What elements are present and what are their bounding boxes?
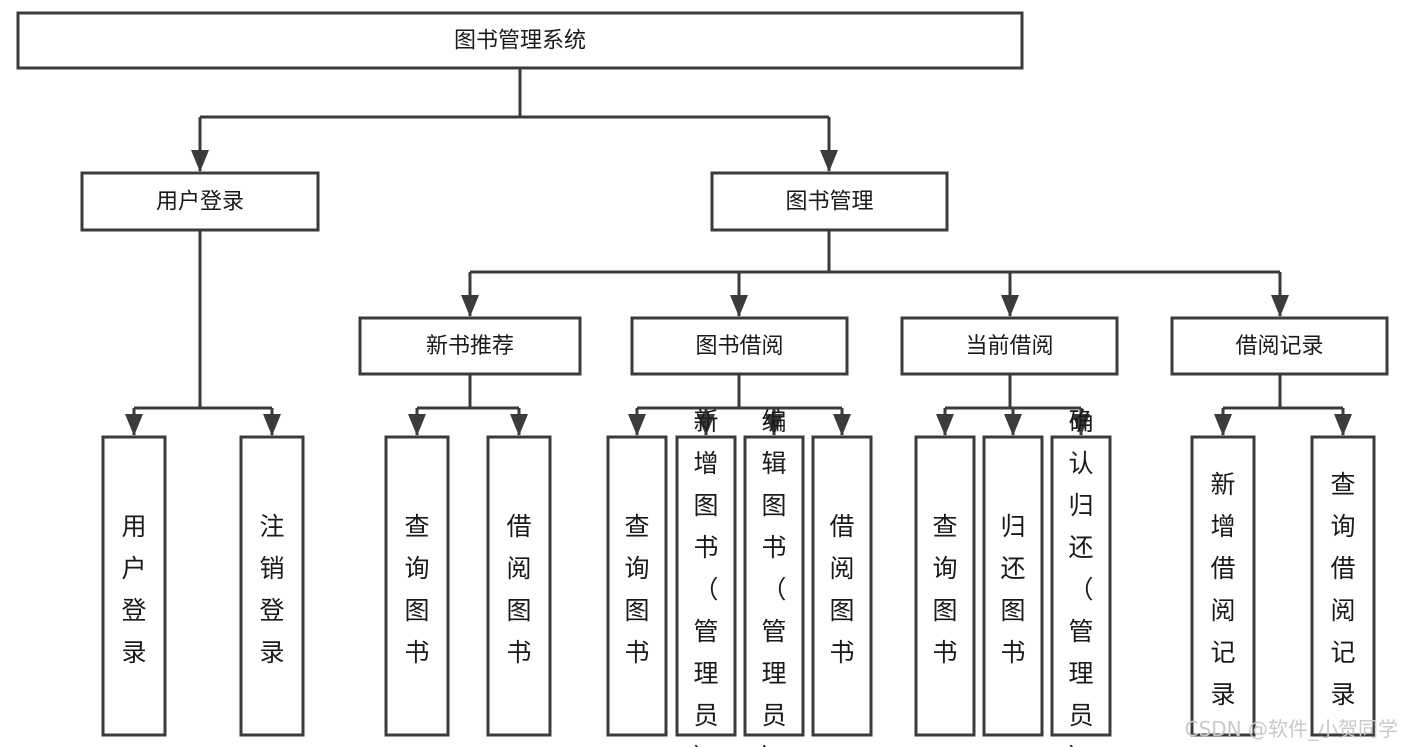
node-box[interactable] [914, 435, 976, 737]
arrow-head-icon [125, 414, 143, 436]
node-box[interactable] [743, 435, 805, 737]
node-current-borrow[interactable]: 当前借阅 [900, 316, 1119, 376]
node-query-borrow-record[interactable]: 查询借阅记录 [1310, 435, 1376, 737]
node-label: 当前借阅 [965, 334, 1053, 359]
node-borrow-records[interactable]: 借阅记录 [1170, 316, 1389, 376]
node-label: 归还图书 [1000, 512, 1025, 667]
node-box[interactable] [900, 316, 1119, 376]
node-query-book-2[interactable]: 查询图书 [606, 435, 668, 737]
arrow-head-icon [833, 414, 851, 436]
node-book-manage[interactable]: 图书管理 [710, 171, 949, 232]
connector-layer [125, 68, 1352, 436]
node-label: 用户登录 [156, 190, 244, 215]
arrow-head-icon [1004, 414, 1022, 436]
node-box[interactable] [239, 435, 305, 737]
node-label: 借阅记录 [1235, 334, 1323, 359]
arrow-head-icon [765, 414, 783, 436]
arrow-head-icon [936, 414, 954, 436]
node-box[interactable] [675, 435, 737, 737]
node-label: 确认归还（管理员） [1068, 407, 1093, 747]
node-box[interactable] [16, 11, 1024, 70]
node-label: 图书借阅 [695, 334, 783, 359]
node-label: 注销登录 [259, 512, 284, 667]
node-label: 查询图书 [932, 512, 957, 667]
node-box[interactable] [358, 316, 582, 376]
node-borrow-book-1[interactable]: 借阅图书 [486, 435, 552, 737]
node-new-book-recommend[interactable]: 新书推荐 [358, 316, 582, 376]
node-layer: 图书管理系统用户登录用户登录注销登录图书管理新书推荐查询图书借阅图书图书借阅查询… [16, 11, 1389, 747]
arrow-head-icon [1271, 295, 1289, 317]
node-user-logout[interactable]: 注销登录 [239, 435, 305, 737]
node-query-book-1[interactable]: 查询图书 [384, 435, 450, 737]
node-label: 查询借阅记录 [1330, 470, 1355, 709]
node-confirm-return-admin[interactable]: 确认归还（管理员） [1050, 407, 1112, 747]
node-box[interactable] [982, 435, 1044, 737]
node-edit-book-admin[interactable]: 编辑图书（管理员） [743, 407, 805, 747]
node-label: 借阅图书 [506, 512, 531, 667]
arrow-head-icon [820, 150, 838, 172]
node-add-book-admin[interactable]: 新增图书（管理员） [675, 407, 737, 747]
node-borrow-book-2[interactable]: 借阅图书 [811, 435, 873, 737]
node-box[interactable] [710, 171, 949, 232]
node-label: 新增图书（管理员） [693, 407, 718, 747]
node-label: 新书推荐 [426, 334, 514, 359]
node-return-book[interactable]: 归还图书 [982, 435, 1044, 737]
node-box[interactable] [1170, 316, 1389, 376]
node-label: 查询图书 [404, 512, 429, 667]
node-label: 借阅图书 [829, 512, 854, 667]
arrow-head-icon [461, 295, 479, 317]
node-box[interactable] [1050, 435, 1112, 737]
arrow-head-icon [730, 295, 748, 317]
node-label: 图书管理 [785, 190, 873, 215]
node-label: 查询图书 [624, 512, 649, 667]
node-box[interactable] [630, 316, 849, 376]
arrow-head-icon [628, 414, 646, 436]
arrow-head-icon [1001, 295, 1019, 317]
arrow-head-icon [1334, 414, 1352, 436]
arrow-head-icon [510, 414, 528, 436]
node-box[interactable] [101, 435, 167, 737]
node-user-login[interactable]: 用户登录 [80, 171, 320, 232]
node-book-borrow[interactable]: 图书借阅 [630, 316, 849, 376]
csdn-watermark: CSDN @软件_小贺同学 [1185, 717, 1398, 741]
node-box[interactable] [384, 435, 450, 737]
arrow-head-icon [1072, 414, 1090, 436]
node-box[interactable] [1190, 435, 1256, 737]
node-box[interactable] [811, 435, 873, 737]
node-box[interactable] [80, 171, 320, 232]
arrow-head-icon [263, 414, 281, 436]
node-label: 用户登录 [121, 512, 146, 667]
node-label: 编辑图书（管理员） [761, 407, 786, 747]
arrow-head-icon [1214, 414, 1232, 436]
node-query-book-3[interactable]: 查询图书 [914, 435, 976, 737]
arrow-head-icon [408, 414, 426, 436]
node-add-borrow-record[interactable]: 新增借阅记录 [1190, 435, 1256, 737]
node-box[interactable] [1310, 435, 1376, 737]
arrow-head-icon [191, 150, 209, 172]
node-root[interactable]: 图书管理系统 [16, 11, 1024, 70]
node-box[interactable] [606, 435, 668, 737]
arrow-head-icon [697, 414, 715, 436]
node-label: 新增借阅记录 [1210, 470, 1235, 709]
node-label: 图书管理系统 [454, 29, 586, 54]
node-user-login-do[interactable]: 用户登录 [101, 435, 167, 737]
node-box[interactable] [486, 435, 552, 737]
